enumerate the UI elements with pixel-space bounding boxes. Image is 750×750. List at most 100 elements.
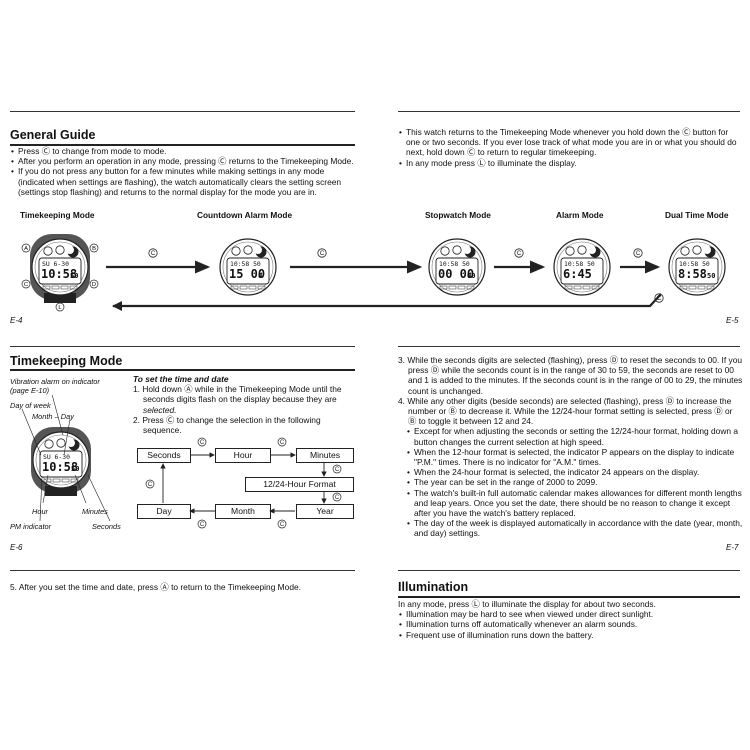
watch-ring — [671, 241, 723, 293]
illumination-title: Illumination — [398, 580, 469, 594]
lcd-legend — [439, 285, 448, 290]
svg-text:C: C — [151, 251, 156, 257]
star-icon — [680, 246, 690, 256]
label-minutes: Minutes — [82, 507, 108, 516]
svg-text:C: C — [335, 495, 340, 501]
step-2: 2. Press Ⓒ to change the selection in th… — [133, 414, 321, 436]
button-b-letter: B — [92, 246, 96, 252]
watch-strap-lug — [44, 293, 76, 303]
moon-mask — [588, 246, 596, 254]
gg-bullet-1: Press Ⓒ to change from mode to mode. — [11, 146, 362, 156]
mid-rule-right — [398, 346, 740, 347]
lcd-seconds-text: 50 — [70, 272, 78, 280]
gg-bullet-2: After you perform an operation in any mo… — [11, 156, 362, 166]
svg-text:C: C — [517, 251, 522, 257]
lcd-legend — [60, 285, 69, 290]
lcd-seconds-text: 0 — [258, 272, 262, 280]
watch-ring — [556, 241, 608, 293]
flow-month: Month — [215, 504, 271, 519]
timekeeping-mode-title: Timekeeping Mode — [10, 354, 123, 368]
lcd-legend — [697, 285, 706, 290]
lcd-top-text: SU 6-30 — [43, 453, 70, 461]
lcd-legend — [457, 285, 466, 290]
lcd-legend — [239, 285, 248, 290]
lcd-main-text: 00 00 — [438, 267, 474, 281]
page-number-e7: E-7 — [726, 543, 739, 552]
general-guide-underline — [10, 144, 355, 146]
lcd-seconds-text: 50 — [71, 465, 79, 473]
svg-text:C: C — [280, 440, 285, 446]
lcd-top-text: 10:58 50 — [679, 260, 710, 268]
bottom-rule-left — [10, 570, 355, 571]
flow-hour: Hour — [215, 448, 271, 463]
bottom-rule-right — [398, 570, 740, 571]
lcd-legend — [51, 285, 60, 290]
button-c-letter: C — [24, 282, 28, 288]
button-d-marker — [89, 279, 99, 289]
label-month-day: Month – Day — [32, 412, 74, 421]
lcd-legend — [248, 285, 257, 290]
lcd-main-text: 8:58 — [678, 267, 707, 281]
button-l-marker — [55, 302, 65, 312]
mode-flow-diagram: C C C C C — [106, 248, 664, 311]
illum-bullet-1: Illumination may be hard to see when vie… — [399, 609, 743, 619]
lcd-legend — [52, 478, 61, 483]
return-arrow — [113, 293, 662, 308]
illumination-intro: In any mode, press Ⓛ to illuminate the d… — [398, 599, 656, 609]
label-alarm-mode: Alarm Mode — [556, 210, 604, 220]
star-icon — [440, 246, 450, 256]
set-time-instructions: To set the time and date 1. Hold down Ⓐ … — [133, 374, 358, 435]
lcd-legend — [573, 285, 582, 290]
lcd-top-text: 10:58 50 — [439, 260, 470, 268]
label-stopwatch-mode: Stopwatch Mode — [425, 210, 491, 220]
svg-text:C: C — [148, 482, 153, 488]
svg-text:C: C — [200, 440, 205, 446]
lcd-screen — [560, 257, 604, 285]
star-icon — [452, 245, 462, 255]
flow-year: Year — [296, 504, 354, 519]
watch-ring — [35, 434, 87, 486]
lcd-screen — [226, 257, 270, 285]
svg-text:C: C — [335, 467, 340, 473]
label-timekeeping-mode: Timekeeping Mode — [20, 210, 95, 220]
lcd-main-text: 6:45 — [563, 267, 592, 281]
label-countdown-mode: Countdown Alarm Mode — [197, 210, 293, 220]
general-guide-bullets-right: This watch returns to the Timekeeping Mo… — [398, 127, 743, 168]
lcd-main-text: 15 00 — [229, 267, 265, 281]
lcd-legend — [448, 285, 457, 290]
step-1: 1. Hold down Ⓐ while in the Timekeeping … — [133, 384, 342, 415]
mid-rule-left — [10, 346, 355, 347]
button-d-letter: D — [92, 282, 96, 288]
moon-mask — [703, 246, 711, 254]
flow-chart-arrows: C C C C C C C — [145, 437, 342, 529]
svg-text:C: C — [320, 251, 325, 257]
flow-minutes: Minutes — [296, 448, 354, 463]
illum-bullet-2: Illumination turns off automatically whe… — [399, 619, 743, 629]
star-icon — [231, 246, 241, 256]
star-icon — [577, 245, 587, 255]
star-icon — [44, 439, 54, 449]
svg-text:C: C — [657, 296, 662, 302]
sub-bullet-2: When the 12-hour format is selected, the… — [407, 447, 743, 467]
timekeeping-underline — [10, 369, 355, 371]
star-icon — [692, 245, 702, 255]
button-a-marker — [21, 243, 31, 253]
svg-text:C: C — [636, 251, 641, 257]
lcd-legend — [688, 285, 697, 290]
gg-right-bullet-2: In any mode press Ⓛ to illuminate the di… — [399, 158, 743, 168]
sub-bullet-5: The watch's built-in full automatic cale… — [407, 488, 743, 519]
timekeeping-callout-lines — [21, 395, 111, 522]
star-icon — [56, 438, 66, 448]
moon-mask — [254, 246, 262, 254]
timekeeping-right-column: 3. While the seconds digits are selected… — [398, 355, 743, 539]
lcd-seconds-text: 50 — [707, 272, 715, 280]
lcd-legend — [679, 285, 688, 290]
page-number-e6: E-6 — [10, 543, 23, 552]
lcd-legend — [69, 285, 78, 290]
lcd-legend — [42, 285, 51, 290]
button-a-letter: A — [24, 246, 28, 252]
star-icon — [55, 245, 65, 255]
